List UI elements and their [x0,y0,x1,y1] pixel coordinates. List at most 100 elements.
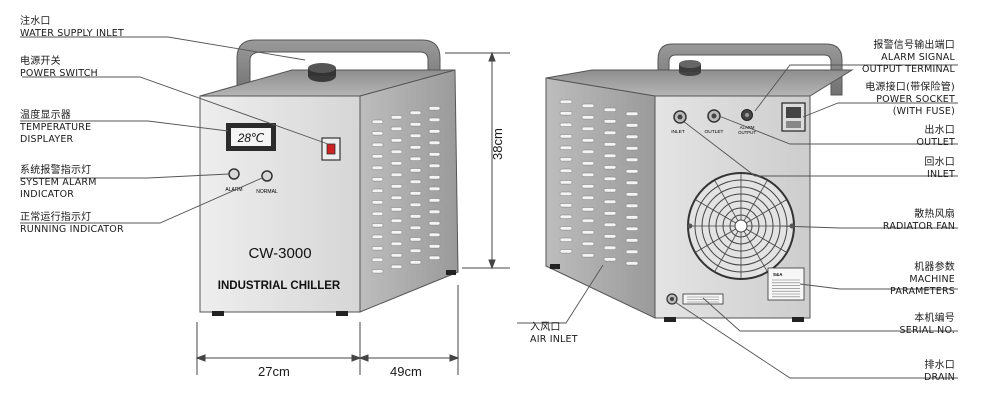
vent-slot [559,157,573,162]
vent-slot [559,191,573,196]
vent-slot [625,226,639,231]
vent-slot [603,119,617,124]
vent-slot [603,234,617,239]
vent-slot [625,215,639,220]
vent-slot [390,207,403,212]
vent-slot [625,146,639,151]
vent-slot [559,168,573,173]
right-side-vents [559,99,639,266]
fan-guard-spoke [745,199,787,224]
vent-slot [409,214,422,219]
leader-lines [20,36,958,379]
vent-slot [409,179,422,184]
machine-parameters-plate [767,267,805,301]
vent-slot [428,163,441,168]
vent-slot [409,260,422,265]
vent-slot [428,232,441,237]
vent-slot [625,180,639,185]
vent-slot [428,186,441,191]
vent-slot [371,188,384,193]
vent-slot [603,245,617,250]
vent-slot [428,221,441,226]
vent-slot [390,161,403,166]
left-side-vents [371,106,441,274]
vent-slot [603,257,617,262]
vent-slot [603,222,617,227]
vent-slot [371,257,384,262]
vent-slot [428,255,441,260]
vent-slot [559,145,573,150]
label-water-supply-inlet: 注水口 WATER SUPPLY INLET [20,16,124,39]
label-drain: 排水口 DRAIN [924,360,955,383]
vent-slot [625,203,639,208]
dimension-lines [195,51,510,375]
right-unit: INLET OUTLET ALARM OUTPUT S&A [545,43,854,322]
vent-slot [581,184,595,189]
vent-slot [603,165,617,170]
vent-slot [409,225,422,230]
product-name-text: INDUSTRIAL CHILLER [218,280,341,292]
vent-slot [428,106,441,111]
plate-logo: S&A [773,272,783,277]
vent-slot [603,211,617,216]
vent-slot [390,195,403,200]
vent-slot [625,157,639,162]
depth-dimension: 49cm [390,364,422,379]
label-power-socket: 电源接口(带保险管) POWER SOCKET (WITH FUSE) [865,82,955,117]
vent-slot [559,180,573,185]
vent-slot [371,223,384,228]
vent-slot [390,184,403,189]
vent-slot [371,269,384,274]
serial-plate [682,293,724,305]
vent-slot [581,138,595,143]
vent-slot [371,246,384,251]
vent-slot [625,238,639,243]
vent-slot [390,172,403,177]
vent-slot [390,241,403,246]
vent-slot [559,214,573,219]
vent-slot [428,117,441,122]
fan-guard-spoke [743,180,768,222]
vent-slot [371,177,384,182]
vent-slot [428,209,441,214]
vent-slot [371,142,384,147]
vent-slot [371,154,384,159]
vent-slot [603,142,617,147]
vent-slot [559,249,573,254]
label-power-switch: 电源开关 POWER SWITCH [20,56,98,79]
vent-slot [625,249,639,254]
vent-slot [409,168,422,173]
vent-slot [581,172,595,177]
normal-indicator [261,170,273,182]
vent-slot [559,226,573,231]
width-dimension: 27cm [258,364,290,379]
vent-slot [625,111,639,116]
fan-guard-spoke [714,180,739,222]
vent-slot [428,140,441,145]
vent-slot [428,175,441,180]
vent-slot [428,244,441,249]
vent-slot [581,126,595,131]
label-radiator-fan: 散热风扇 RADIATOR FAN [882,209,955,232]
vent-slot [559,122,573,127]
vent-slot [559,203,573,208]
vent-slot [409,248,422,253]
label-outlet: 出水口 OUTLET [916,125,955,148]
label-serial-no: 本机编号 SERIAL NO. [899,313,955,336]
label-air-inlet: 入风口 AIR INLET [530,322,578,345]
vent-slot [390,115,403,120]
label-running-indicator: 正常运行指示灯 RUNNING INDICATOR [20,212,124,235]
vent-slot [625,169,639,174]
vent-slot [409,122,422,127]
vent-slot [409,133,422,138]
temperature-display [231,128,271,146]
vent-slot [390,138,403,143]
vent-slot [371,131,384,136]
vent-slot [559,111,573,116]
vent-slot [581,218,595,223]
label-inlet: 回水口 INLET [924,157,955,180]
vent-slot [625,192,639,197]
alarm-output-text-2: OUTPUT [738,130,756,135]
